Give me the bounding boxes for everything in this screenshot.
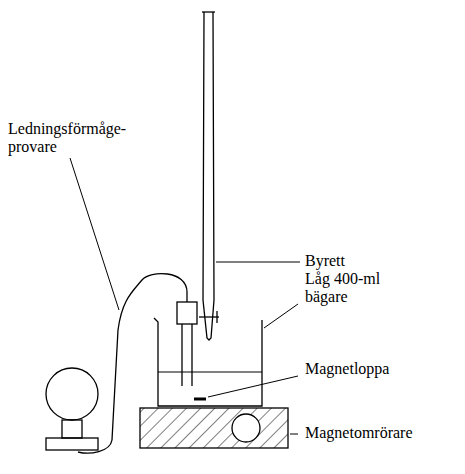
burette-stopcock-handle bbox=[216, 311, 217, 323]
lamp-bulb bbox=[46, 368, 98, 420]
electrode bbox=[181, 324, 182, 386]
burette-stopcock bbox=[199, 316, 219, 317]
part-label: Ledningsförmåge- provare bbox=[8, 120, 143, 156]
leader-line bbox=[70, 158, 119, 310]
liquid-level bbox=[158, 372, 262, 373]
leader-line bbox=[216, 262, 300, 263]
part-label: Magnetloppa bbox=[305, 360, 389, 378]
probe-head bbox=[177, 302, 197, 324]
leader-line bbox=[208, 376, 298, 397]
part-label: Låg 400-ml bägare bbox=[305, 270, 395, 306]
burette-top bbox=[202, 11, 215, 12]
beaker-outline bbox=[154, 318, 262, 406]
burette-tube bbox=[203, 12, 214, 340]
stirrer-knob bbox=[232, 414, 260, 442]
leader-line bbox=[264, 304, 298, 328]
part-label: Magnetomrörare bbox=[305, 424, 413, 442]
lamp-stand bbox=[46, 438, 98, 450]
lamp-socket bbox=[62, 420, 82, 438]
part-label: Byrett bbox=[305, 252, 345, 270]
magnetic-stirrer bbox=[140, 408, 288, 448]
leader-line bbox=[290, 434, 298, 435]
electrode bbox=[191, 324, 192, 386]
stir-bar bbox=[194, 398, 206, 401]
